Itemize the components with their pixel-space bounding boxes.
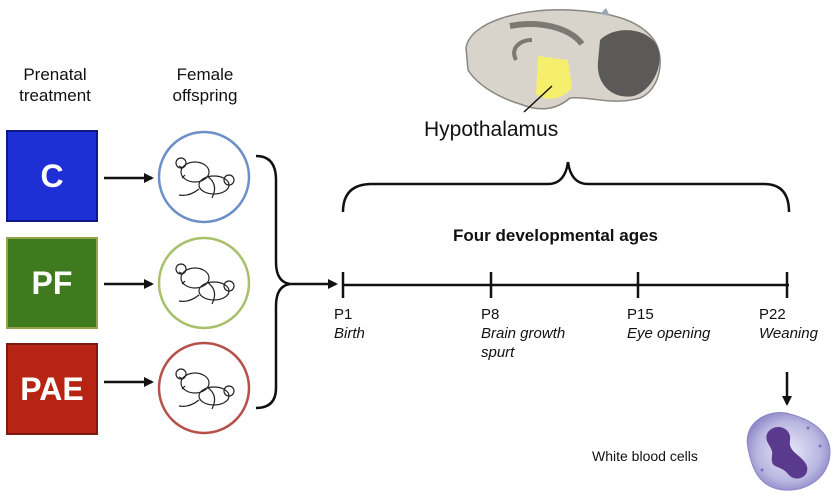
treatment-box-pf: PF xyxy=(6,237,98,329)
treatment-label-pf: PF xyxy=(31,264,73,301)
offspring-circle-c xyxy=(157,130,251,224)
age-p15: P15 Eye opening xyxy=(627,305,710,343)
age-description: Weaning xyxy=(759,325,818,342)
timeline-brace xyxy=(341,161,791,213)
age-code: P8 xyxy=(481,306,500,323)
age-p22: P22 Weaning xyxy=(759,305,818,343)
white-blood-cell-illustration xyxy=(746,412,831,491)
brain-illustration xyxy=(465,8,661,110)
treatment-label-c: C xyxy=(40,157,64,194)
mice-icon xyxy=(175,263,235,305)
age-description: Eye opening xyxy=(627,325,711,342)
offspring-circle-pae xyxy=(157,341,251,435)
group-brace xyxy=(255,154,291,410)
age-description: Birth xyxy=(334,325,365,342)
age-code: P15 xyxy=(627,306,654,323)
wbc-label: White blood cells xyxy=(592,448,698,464)
treatment-box-c: C xyxy=(6,130,98,222)
treatment-label-pae: PAE xyxy=(20,370,84,407)
hypothalamus-pointer xyxy=(523,85,553,113)
hypothalamus-region xyxy=(536,56,572,99)
age-code: P1 xyxy=(334,306,353,323)
timeline-title: Four developmental ages xyxy=(453,226,658,245)
age-p8: P8 Brain growth spurt xyxy=(481,305,601,362)
offspring-header: Female offspring xyxy=(172,65,238,105)
mice-icon xyxy=(175,368,235,410)
treatment-header: Prenatal treatment xyxy=(19,65,91,105)
treatment-box-pae: PAE xyxy=(6,343,98,435)
mice-icon xyxy=(175,157,235,199)
age-p1: P1 Birth xyxy=(334,305,365,343)
offspring-circle-pf xyxy=(157,236,251,330)
age-code: P22 xyxy=(759,306,786,323)
hypothalamus-label: Hypothalamus xyxy=(424,118,559,141)
age-description: Brain growth spurt xyxy=(481,325,566,361)
